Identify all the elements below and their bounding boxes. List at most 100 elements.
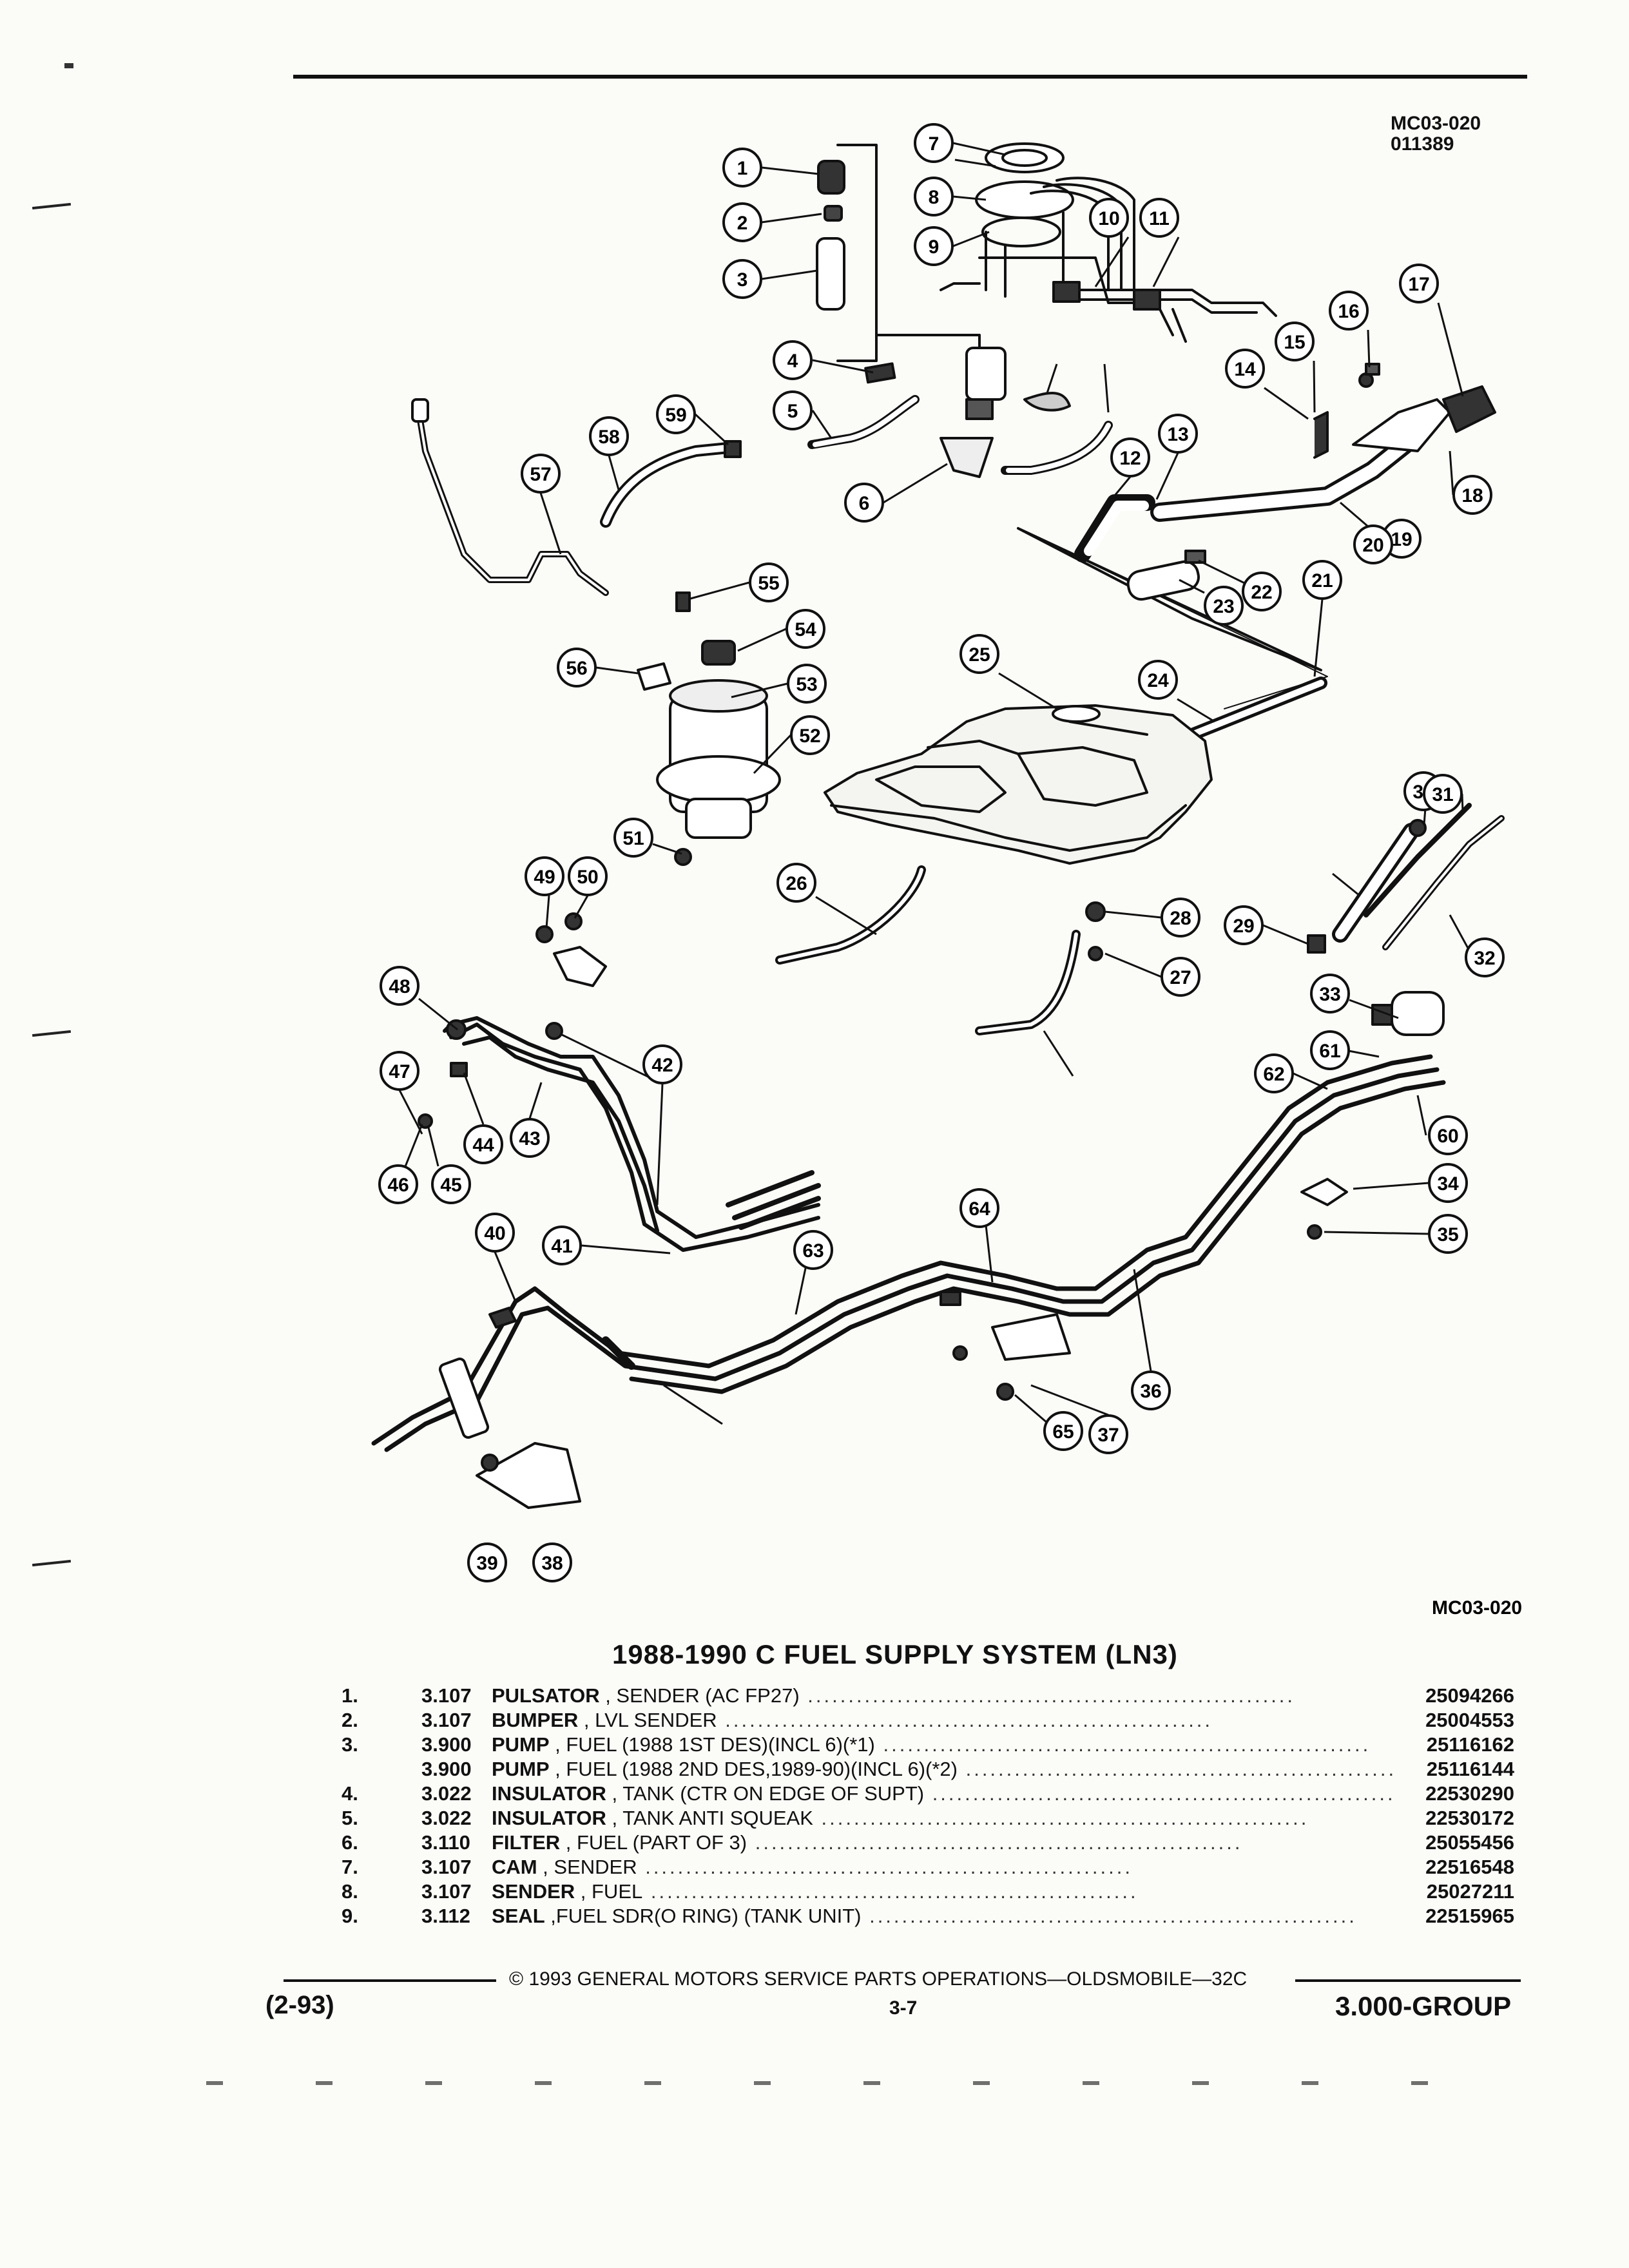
callout-41: 41: [542, 1225, 582, 1265]
callout-label: 39: [476, 1553, 497, 1574]
callout-label: 40: [484, 1223, 505, 1244]
leader-dots: ........................................…: [924, 1782, 1394, 1805]
callout-label: 61: [1319, 1041, 1340, 1062]
callout-label: 34: [1437, 1173, 1459, 1195]
parts-list-title: 1988-1990 C FUEL SUPPLY SYSTEM (LN3): [612, 1639, 1178, 1669]
callout-label: 6: [859, 493, 870, 514]
row-index: 7.: [342, 1856, 358, 1878]
callout-label: 21: [1311, 570, 1333, 591]
callout-57: 57: [521, 454, 561, 494]
part-name: PUMP: [491, 1733, 550, 1756]
callout-label: 53: [796, 674, 817, 695]
callout-label: 46: [387, 1175, 409, 1196]
callout-label: 44: [472, 1135, 494, 1156]
callout-9: 9: [914, 226, 954, 266]
callout-label: 20: [1362, 535, 1383, 556]
callout-label: 10: [1098, 208, 1119, 229]
callout-51: 51: [613, 818, 653, 858]
callout-label: 23: [1213, 596, 1234, 617]
callout-label: 49: [534, 867, 555, 888]
row-index: 4.: [342, 1782, 358, 1805]
callout-58: 58: [589, 416, 629, 456]
part-name: PUMP: [491, 1758, 550, 1780]
row-part-number: 22516548: [1425, 1856, 1514, 1878]
row-part-number: 25116162: [1426, 1733, 1514, 1756]
row-description: PUMP , FUEL (1988 1ST DES)(INCL 6)(*1) .…: [492, 1733, 1394, 1757]
callout-59: 59: [656, 394, 696, 434]
callout-label: 2: [737, 213, 748, 234]
copyright: © 1993 GENERAL MOTORS SERVICE PARTS OPER…: [509, 1968, 1248, 1990]
callout-label: 8: [929, 187, 940, 208]
callout-label: 51: [622, 828, 644, 849]
callout-65: 65: [1043, 1411, 1083, 1451]
row-group: 3.900: [421, 1758, 472, 1780]
row-description: PUMP , FUEL (1988 2ND DES,1989-90)(INCL …: [492, 1757, 1394, 1782]
leader-dots: ........................................…: [799, 1684, 1296, 1707]
row-index: 9.: [342, 1905, 358, 1927]
callout-label: 7: [929, 133, 940, 155]
diagram-code: MC03-020: [1391, 113, 1481, 134]
callout-11: 11: [1139, 198, 1179, 238]
leader-dots: ........................................…: [965, 1758, 1394, 1780]
callout-50: 50: [568, 856, 608, 896]
callout-label: 41: [551, 1236, 572, 1257]
callout-3: 3: [722, 259, 762, 299]
row-description: INSULATOR , TANK ANTI SQUEAK ...........…: [492, 1806, 1394, 1831]
callout-17: 17: [1399, 264, 1439, 303]
row-group: 3.022: [421, 1807, 472, 1829]
callout-label: 45: [440, 1175, 461, 1196]
callout-label: 13: [1167, 424, 1188, 445]
part-detail: , SENDER (AC FP27): [599, 1684, 800, 1707]
callout-label: 47: [389, 1061, 410, 1082]
callout-18: 18: [1452, 475, 1492, 515]
section-group: 3.000-GROUP: [1335, 1991, 1512, 2021]
row-description: PULSATOR , SENDER (AC FP27) ............…: [492, 1684, 1394, 1708]
callout-39: 39: [467, 1542, 507, 1582]
figure-code: MC03-020: [1432, 1597, 1522, 1619]
row-index: 8.: [342, 1880, 358, 1903]
page-number: 3-7: [889, 1997, 918, 2019]
callout-47: 47: [380, 1051, 419, 1091]
row-part-number: 22515965: [1425, 1905, 1514, 1927]
footer-rule-left: [284, 1979, 496, 1982]
callout-label: 24: [1147, 670, 1169, 691]
callout-label: 25: [969, 644, 990, 666]
callout-label: 58: [598, 427, 619, 448]
leader-dots: ........................................…: [747, 1831, 1243, 1854]
part-name: CAM: [491, 1856, 537, 1878]
callout-4: 4: [773, 340, 813, 380]
scan-artifact: [206, 2081, 1495, 2085]
part-name: SEAL: [491, 1905, 545, 1927]
callout-21: 21: [1302, 560, 1342, 600]
callout-label: 57: [530, 464, 551, 485]
callout-label: 62: [1263, 1064, 1284, 1085]
callout-label: 42: [651, 1055, 673, 1076]
callout-label: 32: [1474, 948, 1495, 969]
callout-29: 29: [1224, 905, 1264, 945]
callout-label: 18: [1461, 485, 1483, 506]
row-index: 6.: [342, 1831, 358, 1854]
callout-7: 7: [914, 123, 954, 163]
leader-dots: ........................................…: [642, 1880, 1139, 1903]
callout-1: 1: [722, 148, 762, 187]
callout-34: 34: [1428, 1163, 1468, 1203]
callout-36: 36: [1131, 1370, 1171, 1410]
margin-mark: [64, 63, 73, 68]
callout-49: 49: [525, 856, 564, 896]
row-index: 1.: [342, 1684, 358, 1707]
callout-label: 17: [1408, 274, 1429, 295]
row-part-number: 25094266: [1425, 1684, 1514, 1707]
callout-28: 28: [1161, 898, 1200, 937]
row-group: 3.900: [421, 1733, 472, 1756]
callout-label: 1: [737, 158, 748, 179]
callout-label: 35: [1437, 1224, 1458, 1245]
callout-63: 63: [793, 1230, 833, 1270]
row-group: 3.022: [421, 1782, 472, 1805]
callout-33: 33: [1310, 974, 1350, 1014]
part-detail: ,FUEL SDR(O RING) (TANK UNIT): [545, 1905, 862, 1927]
